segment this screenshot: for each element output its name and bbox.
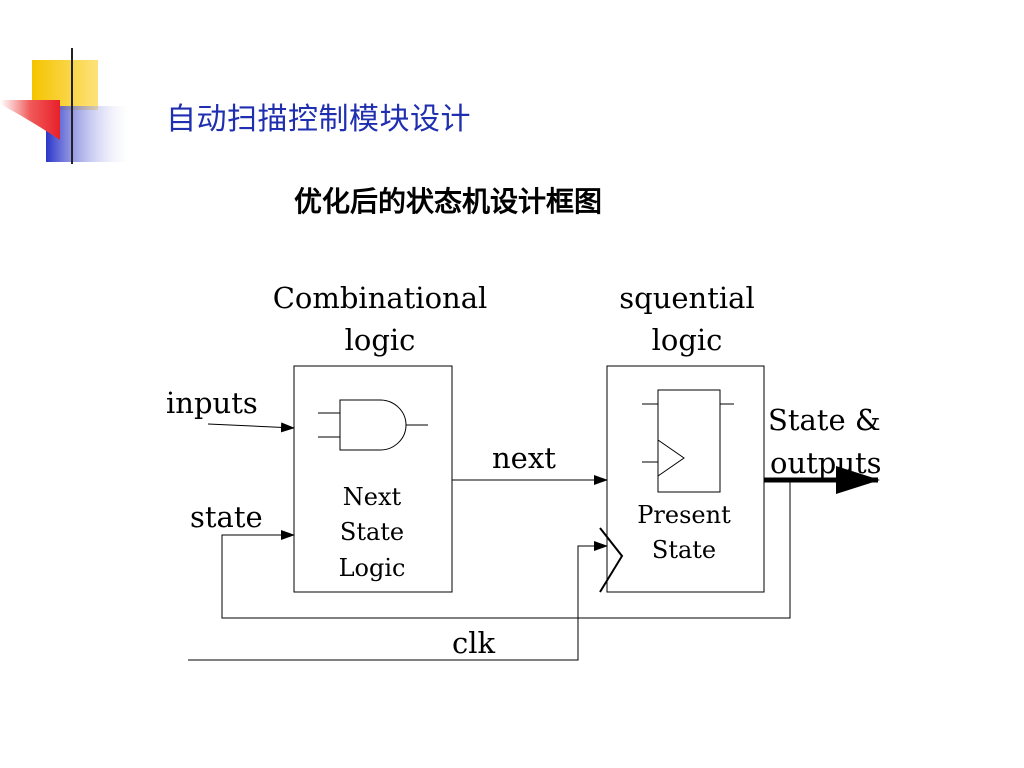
outputs-label-line1: State &	[768, 403, 881, 437]
corner-decoration	[0, 48, 1010, 164]
clock-edge-symbol	[599, 527, 624, 593]
present-state-text-line1: Present	[637, 501, 731, 529]
next-state-text-line1: Next	[343, 483, 402, 511]
and-gate-icon	[318, 399, 428, 451]
clk-wire	[188, 541, 608, 661]
next-state-text-line2: State	[340, 518, 404, 546]
combinational-label-line1: Combinational	[273, 281, 488, 315]
next-state-text-line3: Logic	[339, 554, 406, 582]
sequential-label-line2: logic	[652, 323, 723, 357]
slide-title: 自动扫描控制模块设计	[166, 102, 471, 137]
outputs-label-line2: outputs	[770, 446, 882, 480]
sequential-label-line1: squential	[619, 281, 754, 315]
diagram-caption: 优化后的状态机设计框图	[294, 185, 603, 218]
inputs-label: inputs	[166, 386, 258, 420]
flip-flop-icon	[642, 389, 734, 493]
combinational-label-line2: logic	[345, 323, 416, 357]
inputs-arrow	[207, 422, 295, 433]
present-state-text-line2: State	[652, 536, 716, 564]
state-label: state	[190, 500, 263, 534]
clk-label: clk	[452, 626, 496, 660]
state-feedback-wire	[221, 480, 791, 619]
next-label: next	[492, 441, 556, 475]
next-state-logic-block	[293, 365, 453, 593]
deco-red-shape	[0, 100, 60, 140]
